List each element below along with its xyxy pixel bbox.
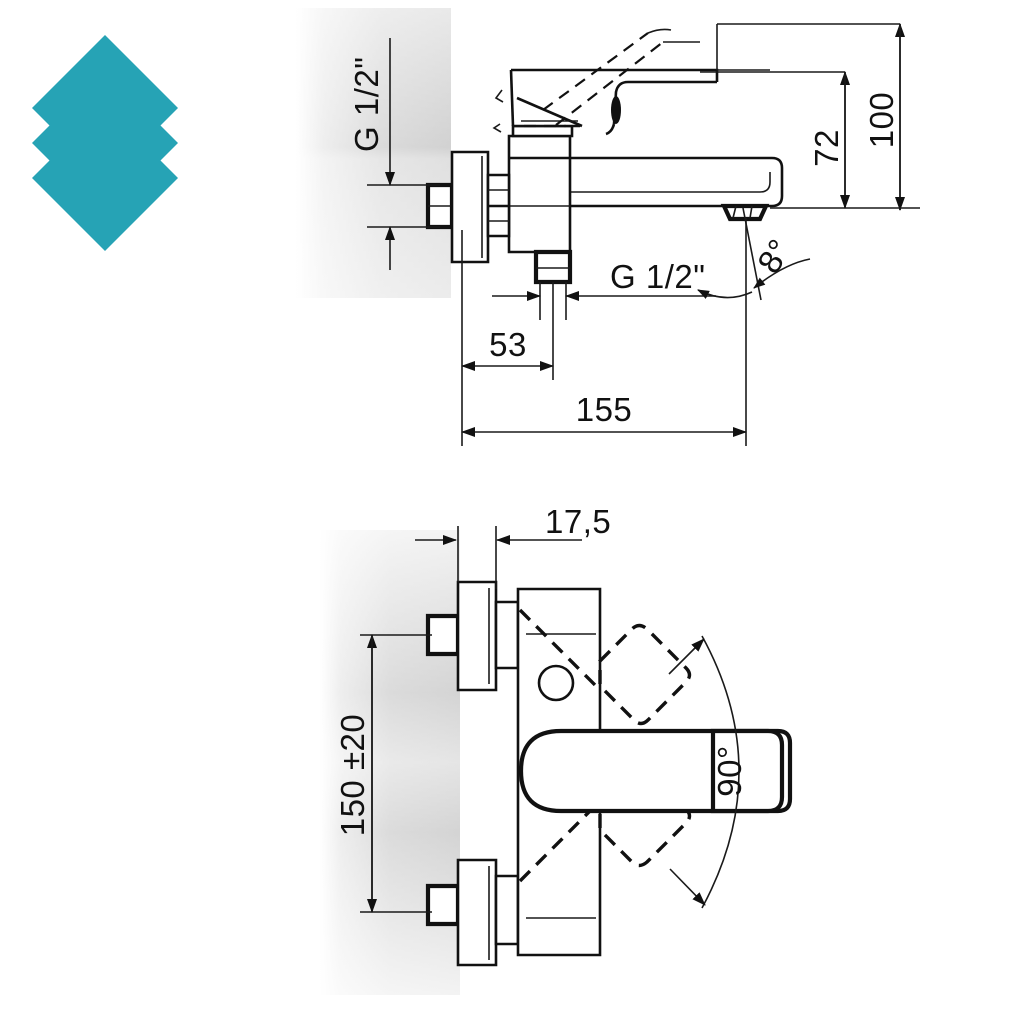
wall-connector-side bbox=[425, 150, 511, 264]
dimension-17-5: 17,5 bbox=[415, 503, 611, 589]
dimension-height-72: 72 bbox=[808, 71, 850, 209]
dimension-g-half-inch-top: G 1/2" bbox=[348, 38, 440, 270]
dimension-155: 155 bbox=[461, 218, 747, 446]
side-elevation-view: G 1/2" 72 100 G 1/2" bbox=[296, 8, 920, 446]
dim-label-155: 155 bbox=[576, 391, 633, 428]
dimension-angle-90: 90° bbox=[668, 635, 748, 909]
lever-open-position bbox=[492, 28, 700, 133]
bottom-outlet-side bbox=[533, 249, 573, 320]
dim-label-17-5: 17,5 bbox=[545, 503, 611, 540]
dim-label-g-half-inch-bottom: G 1/2" bbox=[610, 258, 705, 295]
dimension-angle-8: 8° bbox=[697, 207, 811, 301]
dimension-g-half-inch-bottom: G 1/2" bbox=[492, 258, 716, 301]
dim-label-8-degrees: 8° bbox=[750, 232, 799, 279]
front-elevation-view: 17,5 150 ±20 90° bbox=[320, 503, 793, 995]
dimension-150-plusminus-20: 150 ±20 bbox=[334, 634, 432, 913]
dim-label-100: 100 bbox=[863, 92, 900, 149]
dim-label-53: 53 bbox=[489, 326, 527, 363]
dimension-height-100: 100 bbox=[770, 23, 920, 211]
handle-front bbox=[518, 728, 793, 814]
dimension-53: 53 bbox=[461, 282, 554, 380]
chevron-diamond-logo bbox=[32, 35, 178, 251]
dim-label-g-half-inch-top: G 1/2" bbox=[348, 57, 385, 152]
spout-aerator bbox=[720, 203, 770, 222]
dim-label-150-plusminus-20: 150 ±20 bbox=[334, 714, 371, 837]
dim-label-72: 72 bbox=[808, 129, 845, 167]
dim-label-90-degrees: 90° bbox=[711, 745, 748, 796]
wall-shading-side bbox=[296, 8, 451, 298]
